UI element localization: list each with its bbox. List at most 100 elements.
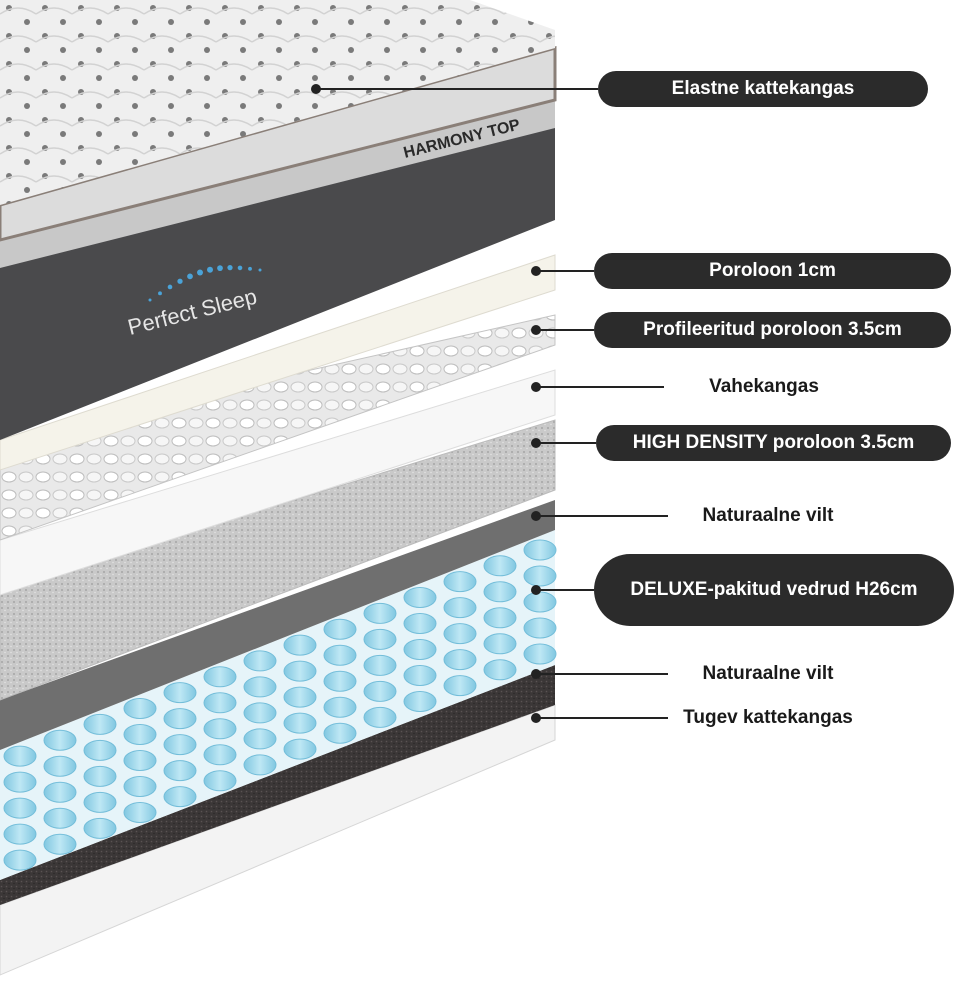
leader-line-cover — [316, 88, 598, 90]
spring-coil — [3, 745, 37, 767]
brand-dot — [227, 264, 233, 271]
leader-line-interlayer — [536, 386, 664, 388]
spring-coil — [283, 738, 317, 760]
spring-coil — [83, 765, 117, 787]
spring-coil — [3, 797, 37, 819]
profiled-foam-layer — [0, 314, 556, 541]
spring-coil — [523, 591, 557, 613]
bottom-felt-layer — [0, 665, 555, 905]
spring-coil — [243, 650, 277, 672]
brand-dot — [167, 284, 173, 290]
spring-coil — [403, 691, 437, 713]
leader-line-base — [536, 717, 668, 719]
spring-coil — [203, 770, 237, 792]
spring-coil — [443, 597, 477, 619]
leader-line-felt-top — [536, 515, 668, 517]
spring-coil — [283, 686, 317, 708]
spring-coil — [483, 607, 517, 629]
spring-coil — [403, 665, 437, 687]
leader-line-hd-foam — [536, 442, 596, 444]
brand-dot — [237, 265, 243, 271]
spring-coil — [123, 698, 157, 720]
brand-dot — [187, 273, 193, 280]
brand-dot — [148, 298, 152, 302]
spring-coil — [323, 670, 357, 692]
pillow-top-surface — [0, 0, 555, 205]
layer-label-foam1: Poroloon 1cm — [594, 253, 951, 289]
spring-coil — [523, 539, 557, 561]
spring-coil — [523, 643, 557, 665]
spring-coil — [243, 754, 277, 776]
top-felt-layer — [0, 500, 555, 750]
leader-dot-profiled — [531, 325, 541, 335]
spring-coil — [523, 617, 557, 639]
spring-coil — [43, 755, 77, 777]
spring-coil — [43, 833, 77, 855]
spring-coil — [83, 713, 117, 735]
spring-coil — [203, 666, 237, 688]
leader-dot-interlayer — [531, 382, 541, 392]
spring-coil — [243, 728, 277, 750]
spring-coil — [483, 581, 517, 603]
leader-line-springs — [536, 589, 594, 591]
brand-dot — [197, 269, 203, 276]
layer-label-felt-top: Naturaalne vilt — [702, 505, 834, 526]
spring-coil — [443, 571, 477, 593]
spring-coil — [363, 680, 397, 702]
spring-coil — [163, 734, 197, 756]
spring-coil — [203, 744, 237, 766]
spring-coil — [123, 802, 157, 824]
spring-coil — [43, 807, 77, 829]
spring-coil — [283, 634, 317, 656]
leader-dot-felt-top — [531, 511, 541, 521]
spring-coil — [83, 817, 117, 839]
leader-line-felt-bottom — [536, 673, 668, 675]
leader-dot-felt-bottom — [531, 669, 541, 679]
brand-dot — [158, 291, 162, 296]
layer-label-cover: Elastne kattekangas — [598, 71, 928, 107]
spring-coil — [323, 618, 357, 640]
spring-coil — [323, 722, 357, 744]
spring-coil — [163, 786, 197, 808]
leader-line-profiled — [536, 329, 594, 331]
spring-block — [0, 530, 557, 880]
spring-coil — [43, 781, 77, 803]
spring-coil — [123, 724, 157, 746]
spring-coil — [123, 776, 157, 798]
mattress-side-stripe — [0, 100, 555, 268]
leader-dot-cover — [311, 84, 321, 94]
spring-coil — [283, 660, 317, 682]
mattress-side-panel — [0, 120, 555, 440]
spring-coil — [243, 676, 277, 698]
leader-dot-springs — [531, 585, 541, 595]
spring-coil — [323, 696, 357, 718]
leader-dot-hd-foam — [531, 438, 541, 448]
pillow-top-side — [0, 46, 557, 242]
spring-coil — [403, 639, 437, 661]
layer-label-base: Tugev kattekangas — [683, 707, 853, 728]
brand-dot — [217, 265, 223, 272]
leader-dot-base — [531, 713, 541, 723]
layer-label-hd-foam: HIGH DENSITY poroloon 3.5cm — [596, 425, 951, 461]
spring-coil — [363, 654, 397, 676]
leader-dot-foam1 — [531, 266, 541, 276]
spring-coil — [123, 750, 157, 772]
spring-coil — [483, 555, 517, 577]
leader-line-foam1 — [536, 270, 594, 272]
spring-coil — [3, 849, 37, 871]
spring-coil — [363, 706, 397, 728]
spring-coil — [163, 682, 197, 704]
spring-coil — [363, 628, 397, 650]
brand-dots-icon — [148, 264, 262, 302]
spring-coil — [523, 565, 557, 587]
spring-coil — [483, 633, 517, 655]
spring-coil — [163, 708, 197, 730]
spring-coil — [43, 729, 77, 751]
spring-coil — [403, 613, 437, 635]
spring-coil — [323, 644, 357, 666]
spring-coil — [3, 823, 37, 845]
spring-coil — [443, 623, 477, 645]
layer-label-felt-bottom: Naturaalne vilt — [702, 663, 834, 684]
